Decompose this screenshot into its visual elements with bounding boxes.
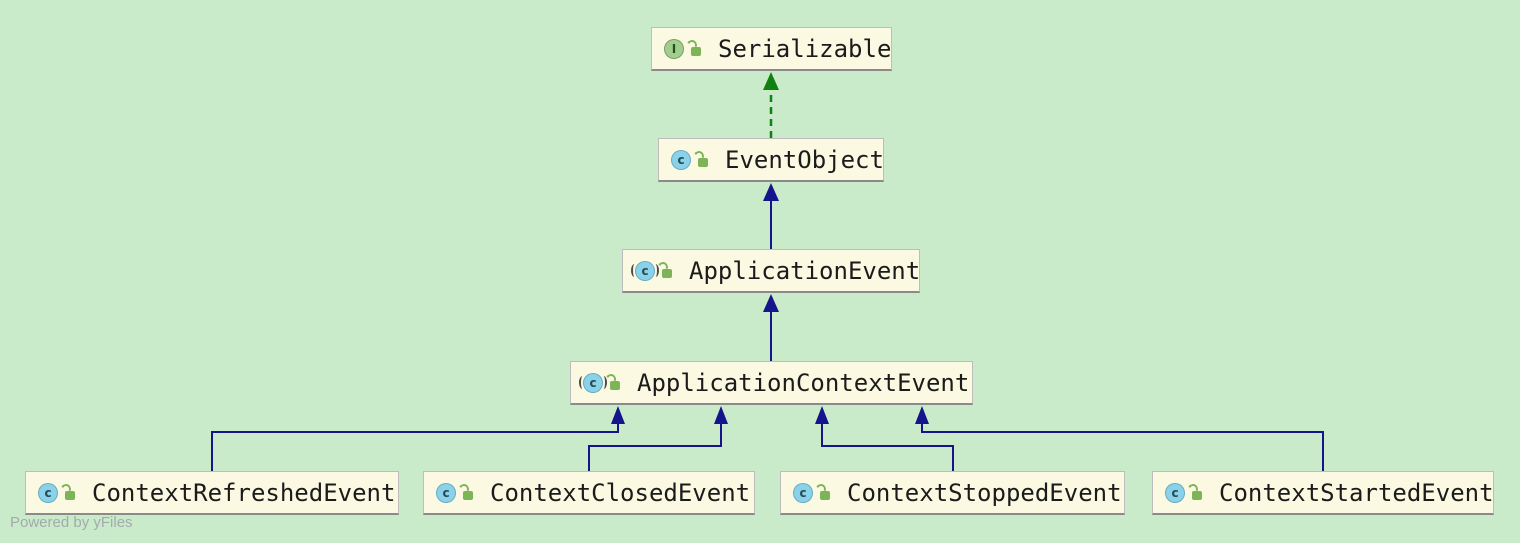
node-eventobject[interactable]: c EventObject xyxy=(658,138,884,182)
open-lock-icon xyxy=(691,46,701,56)
implements-edge-eventobject-serializable xyxy=(763,72,779,138)
extends-edge-contextstoppedevent xyxy=(815,406,954,471)
open-lock-icon xyxy=(820,490,830,500)
node-contextstartedevent[interactable]: c ContextStartedEvent xyxy=(1152,471,1494,515)
node-contextclosedevent[interactable]: c ContextClosedEvent xyxy=(423,471,755,515)
open-lock-icon xyxy=(1192,490,1202,500)
extends-edge-contextclosedevent xyxy=(588,406,728,471)
open-lock-icon xyxy=(65,490,75,500)
node-label: ContextClosedEvent xyxy=(490,478,751,507)
node-label: ApplicationEvent xyxy=(689,256,921,285)
yfiles-watermark-link[interactable]: Powered by yFiles xyxy=(10,514,133,531)
extends-edge-contextrefreshedevent xyxy=(211,406,625,471)
node-label: ContextRefreshedEvent xyxy=(92,478,396,507)
node-contextrefreshedevent[interactable]: c ContextRefreshedEvent xyxy=(25,471,399,515)
class-icon: c xyxy=(436,482,456,503)
node-applicationcontextevent[interactable]: c ApplicationContextEvent xyxy=(570,361,973,405)
open-lock-icon xyxy=(662,268,672,278)
open-lock-icon xyxy=(610,380,620,390)
node-applicationevent[interactable]: c ApplicationEvent xyxy=(622,249,920,293)
node-label: ApplicationContextEvent xyxy=(637,368,970,397)
abstract-class-icon: c xyxy=(579,372,607,393)
extends-edge-applicationevent-eventobject xyxy=(763,183,779,249)
node-label: ContextStoppedEvent xyxy=(847,478,1122,507)
class-icon: c xyxy=(671,149,691,170)
node-label: Serializable xyxy=(718,34,892,63)
node-label: EventObject xyxy=(725,145,884,174)
node-contextstoppedevent[interactable]: c ContextStoppedEvent xyxy=(780,471,1125,515)
extends-edge-contextstartedevent xyxy=(915,406,1324,471)
interface-icon: I xyxy=(664,38,684,59)
abstract-class-icon: c xyxy=(631,260,659,281)
open-lock-icon xyxy=(698,157,708,167)
class-icon: c xyxy=(793,482,813,503)
class-icon: c xyxy=(38,482,58,503)
class-icon: c xyxy=(1165,482,1185,503)
node-label: ContextStartedEvent xyxy=(1219,478,1494,507)
node-serializable[interactable]: I Serializable xyxy=(651,27,892,71)
extends-edge-applicationcontextevent-applicationevent xyxy=(763,294,779,361)
open-lock-icon xyxy=(463,490,473,500)
